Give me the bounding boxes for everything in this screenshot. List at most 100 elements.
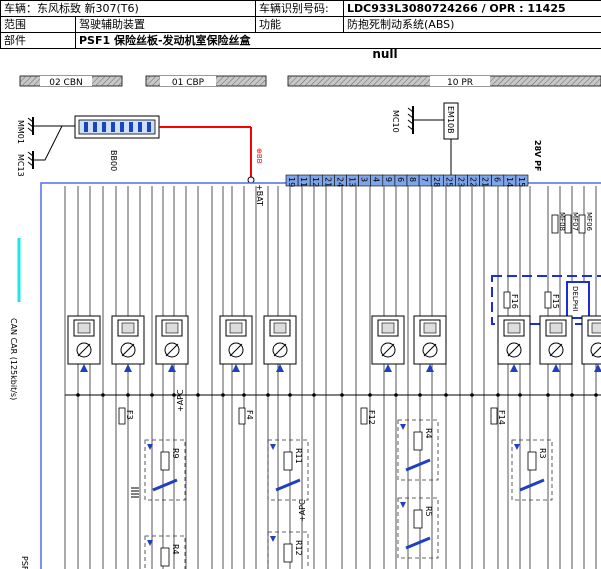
relay-coil bbox=[160, 547, 170, 567]
pin-label: 3 bbox=[360, 177, 369, 182]
junction-dot bbox=[594, 393, 598, 397]
relay-module bbox=[67, 315, 101, 372]
fuse-label: F14 bbox=[497, 410, 506, 425]
battery-label: +BAT bbox=[255, 184, 264, 206]
module-coil bbox=[590, 342, 601, 358]
relay-arrow bbox=[270, 444, 276, 450]
component-label: 部件 bbox=[0, 32, 76, 49]
bus-cell bbox=[120, 122, 124, 132]
relay-module bbox=[263, 315, 297, 372]
junction-dot bbox=[172, 393, 176, 397]
pin-label: 21 bbox=[323, 177, 332, 187]
delphi-box bbox=[566, 281, 590, 319]
pin-label: 8 bbox=[408, 177, 417, 182]
relay-frame bbox=[267, 439, 309, 501]
ground-mc13: MC13 bbox=[16, 125, 63, 177]
junction-dot bbox=[76, 393, 80, 397]
relay-coil bbox=[527, 451, 537, 471]
junction-dot bbox=[394, 393, 398, 397]
battery-terminal bbox=[247, 176, 255, 184]
module-coil-slash bbox=[549, 343, 563, 357]
pin-label: 21 bbox=[481, 177, 490, 187]
relay-arrow bbox=[400, 424, 406, 430]
pin-cell bbox=[515, 174, 529, 187]
module-contact bbox=[77, 322, 91, 334]
pin-label: 11 bbox=[299, 177, 308, 187]
fuse-label: F16 bbox=[510, 294, 519, 309]
junction-dot bbox=[266, 393, 270, 397]
pin-label: 12 bbox=[311, 177, 320, 187]
module-contact bbox=[381, 322, 395, 334]
module-arrow bbox=[426, 364, 434, 372]
relay-contact bbox=[405, 536, 431, 550]
module-coil-slash bbox=[591, 346, 601, 357]
module-coil-slash bbox=[165, 343, 179, 357]
zone-bar-pr: 10 PR bbox=[287, 75, 601, 88]
relay-arrow bbox=[514, 444, 520, 450]
zone-label: 02 CBN bbox=[49, 78, 83, 88]
relay: R12 bbox=[267, 531, 309, 569]
side-fuse-label: MF08 bbox=[558, 212, 566, 231]
junction-dot bbox=[570, 393, 574, 397]
header-table: 车辆：东风标致 新307(T6) 车辆识别号码: LDC933L30807242… bbox=[0, 0, 601, 49]
fuse bbox=[490, 407, 498, 425]
relay-frame bbox=[397, 419, 439, 481]
relay-label: R4 bbox=[424, 428, 433, 439]
zone-label: 01 CBP bbox=[172, 78, 205, 88]
bus-cell bbox=[84, 122, 88, 132]
apc-label: +APC bbox=[298, 499, 307, 522]
relay: R5 bbox=[397, 497, 439, 559]
module-coil-slash bbox=[423, 343, 437, 357]
relay-label: R5 bbox=[424, 506, 433, 517]
bus-cell bbox=[93, 122, 97, 132]
pin-label: 13 bbox=[348, 177, 357, 187]
relay: R4 bbox=[144, 535, 186, 569]
em10b-connector: EM10B bbox=[443, 102, 459, 175]
pin-label: 24 bbox=[335, 177, 344, 187]
relay-coil bbox=[160, 451, 170, 471]
pin-label: 14 bbox=[505, 177, 514, 187]
fusebox-frame bbox=[40, 182, 601, 569]
relay-label: R9 bbox=[171, 448, 180, 459]
pin-label: 19 bbox=[287, 177, 296, 187]
relay-arrow bbox=[270, 536, 276, 542]
relay-module bbox=[539, 315, 573, 372]
relay-contact bbox=[152, 478, 178, 492]
bus-cell bbox=[111, 122, 115, 132]
module-contact bbox=[507, 322, 521, 334]
bus-label: BB00 bbox=[109, 150, 118, 171]
side-fuse bbox=[578, 214, 586, 234]
diagram-subtitle: null bbox=[372, 47, 397, 61]
module-contact bbox=[121, 322, 135, 334]
junction-dot bbox=[150, 393, 154, 397]
module-contact bbox=[165, 322, 179, 334]
relay-label: R3 bbox=[538, 448, 547, 459]
junction-dot bbox=[312, 393, 316, 397]
side-fuse bbox=[551, 214, 559, 234]
pin-label: 25 bbox=[444, 177, 453, 187]
pin-label: 7 bbox=[420, 177, 429, 182]
module-arrow bbox=[384, 364, 392, 372]
module-arrow bbox=[276, 364, 284, 372]
relay: R3 bbox=[511, 439, 553, 501]
zone-bar-cbn: 02 CBN bbox=[19, 75, 123, 88]
relay-contact bbox=[275, 478, 301, 492]
relay-module bbox=[371, 315, 405, 372]
pin-label: 4 bbox=[372, 177, 381, 182]
junction-dot bbox=[496, 393, 500, 397]
can-label: CAN CAR (125kbit/s) bbox=[9, 318, 18, 400]
em10b-label: EM10B bbox=[446, 106, 455, 134]
relay: R11 bbox=[267, 439, 309, 501]
bus-cell bbox=[129, 122, 133, 132]
fuse bbox=[360, 407, 368, 425]
pin-label: 23 bbox=[456, 177, 465, 187]
module-coil-slash bbox=[77, 343, 91, 357]
relay-contact bbox=[519, 478, 545, 492]
relay-ground bbox=[131, 487, 139, 498]
ground-label: MC13 bbox=[16, 154, 25, 177]
relay-frame bbox=[511, 439, 553, 501]
pf-label: 28V PF bbox=[533, 140, 542, 171]
junction-dot bbox=[340, 393, 344, 397]
module-coil-slash bbox=[381, 343, 395, 357]
